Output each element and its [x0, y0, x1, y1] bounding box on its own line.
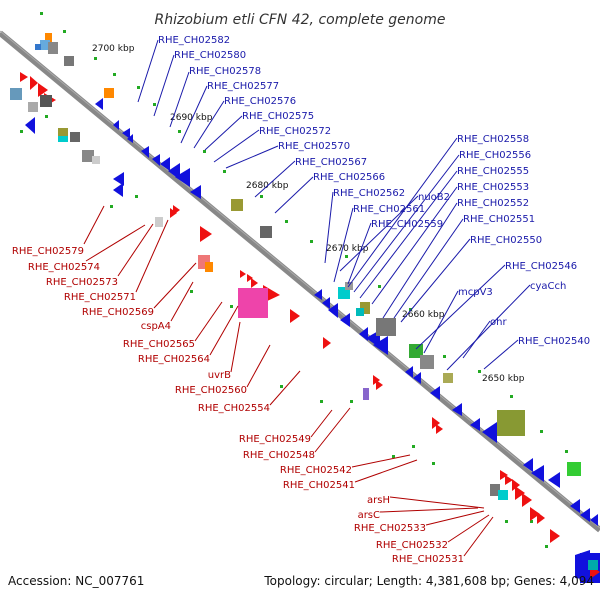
gene-label: RHE_CH02558 [457, 134, 529, 145]
gene-label: cspA4 [141, 321, 171, 332]
gene-label: RHE_CH02555 [457, 166, 529, 177]
gene-label: RHE_CH02578 [189, 66, 261, 77]
kbp-tick-label: 2650 kbp [482, 374, 525, 384]
gene-label: uvrB [208, 370, 231, 381]
tick-dots [20, 12, 568, 548]
kbp-tick-label: 2690 kbp [170, 113, 213, 123]
genome-summary-text: Topology: circular; Length: 4,381,608 bp… [263, 574, 594, 588]
gene-label: RHE_CH02575 [242, 111, 314, 122]
gene-label: RHE_CH02559 [371, 219, 443, 230]
upper-leader-lines [137, 39, 531, 371]
genome-backbone-highlight [0, 30, 600, 529]
gene-label: arsC [358, 510, 380, 521]
gene-label: RHE_CH02532 [376, 540, 448, 551]
gene-label: RHE_CH02549 [239, 434, 311, 445]
gene-label: RHE_CH02548 [243, 450, 315, 461]
gene-label: ohr [490, 317, 507, 328]
gene-label: cyaCch [530, 281, 566, 292]
gene-label: RHE_CH02546 [505, 261, 577, 272]
gene-label: RHE_CH02533 [354, 523, 426, 534]
gene-label: RHE_CH02574 [28, 262, 100, 273]
gene-label: RHE_CH02560 [175, 385, 247, 396]
gene-label: RHE_CH02562 [333, 188, 405, 199]
gene-label: RHE_CH02561 [353, 204, 425, 215]
kbp-scale: 2700 kbp 2690 kbp 2680 kbp 2670 kbp 2660… [92, 44, 525, 384]
gene-label: RHE_CH02553 [457, 182, 529, 193]
kbp-tick-label: 2660 kbp [402, 310, 445, 320]
gene-label: arsH [367, 495, 390, 506]
kbp-tick-label: 2700 kbp [92, 44, 135, 54]
gene-label: RHE_CH02554 [198, 403, 270, 414]
gene-label: RHE_CH02556 [459, 150, 531, 161]
gene-label: RHE_CH02567 [295, 157, 367, 168]
gene-label: RHE_CH02580 [174, 50, 246, 61]
gene-label: RHE_CH02576 [224, 96, 296, 107]
gene-label: RHE_CH02540 [518, 336, 590, 347]
gene-label: RHE_CH02569 [82, 307, 154, 318]
gene-label: RHE_CH02573 [46, 277, 118, 288]
gene-label: RHE_CH02564 [138, 354, 210, 365]
gene-label: RHE_CH02577 [207, 81, 279, 92]
gene-label: RHE_CH02566 [313, 172, 385, 183]
gene-label: RHE_CH02572 [259, 126, 331, 137]
feature-blocks [10, 33, 598, 570]
gene-label: mcpV3 [458, 287, 493, 298]
kbp-tick-label: 2670 kbp [326, 244, 369, 254]
gene-label: RHE_CH02582 [158, 35, 230, 46]
gene-label: RHE_CH02550 [470, 235, 542, 246]
gene-label: RHE_CH02571 [64, 292, 136, 303]
lower-gene-labels: RHE_CH02579 RHE_CH02574 RHE_CH02573 RHE_… [12, 246, 464, 565]
forward-genes [25, 98, 600, 583]
upper-gene-labels: RHE_CH02582 RHE_CH02580 RHE_CH02578 RHE_… [158, 35, 590, 347]
gene-label: nuoB2 [418, 192, 450, 203]
gene-label: RHE_CH02579 [12, 246, 84, 257]
gene-label: RHE_CH02531 [392, 554, 464, 565]
gene-label: RHE_CH02565 [123, 339, 195, 350]
gene-label: RHE_CH02552 [457, 198, 529, 209]
gene-label: RHE_CH02570 [278, 141, 350, 152]
gene-label: RHE_CH02542 [280, 465, 352, 476]
map-title: Rhizobium etli CFN 42, complete genome [155, 12, 446, 28]
gene-label: RHE_CH02541 [283, 480, 355, 491]
accession-text: Accession: NC_007761 [8, 574, 144, 588]
lower-leader-lines [83, 205, 494, 557]
genome-backbone [0, 30, 600, 533]
gene-label: RHE_CH02551 [463, 214, 535, 225]
